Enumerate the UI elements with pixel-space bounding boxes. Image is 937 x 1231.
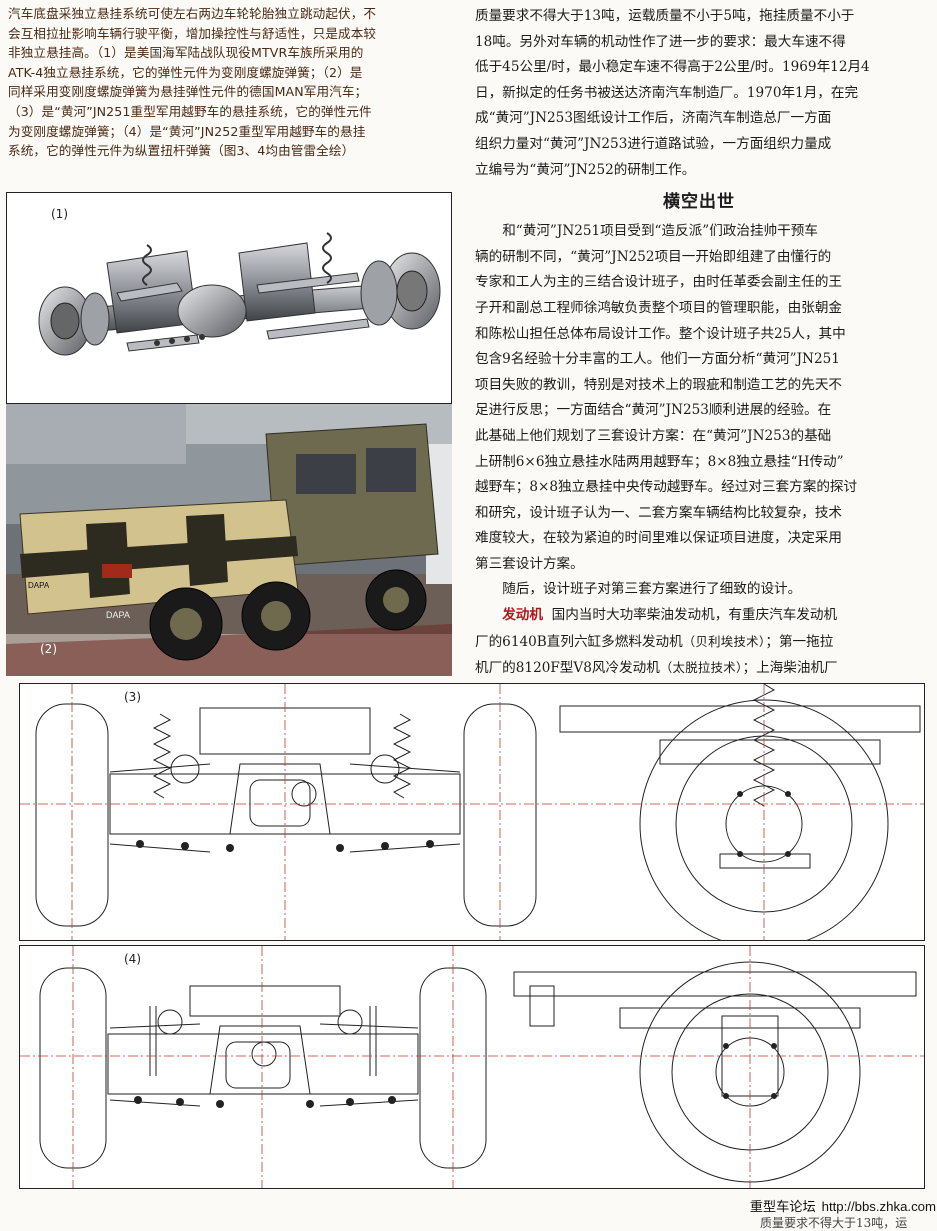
keyword-engine: 发动机: [502, 607, 543, 624]
text-run: 国内当时大功率柴油发动机，有重庆汽车发动机: [551, 607, 838, 624]
caption-line: 系统，它的弹性元件为纵置扭杆弹簧（图3、4均由管雷全绘）: [8, 143, 355, 159]
text-run: 机厂的8120F型V8风冷发动机: [475, 660, 660, 677]
caption-line: （3）是“黄河”JN251重型军用越野车的悬挂系统，它的弹性元件: [8, 103, 372, 119]
caption-line: 为变刚度螺旋弹簧；（4）是“黄河”JN252重型军用越野车的悬挂: [8, 123, 366, 139]
text-line: 和陈松山担任总体布局设计工作。整个设计班子共25人，其中: [475, 325, 846, 342]
text-run: 厂的6140B直列六缸多燃料发动机: [475, 633, 683, 650]
text-note: （贝利埃技术）: [682, 633, 766, 649]
text-line: 越野车；8×8独立悬挂中央传动越野车。经过对三套方案的探讨: [475, 479, 858, 496]
text-line: 第三套设计方案。: [475, 555, 584, 572]
figure-3-jn251-drawing: (3): [19, 683, 925, 941]
text-line: 难度较大，在较为紧迫的时间里难以保证项目进度，决定采用: [475, 530, 843, 547]
text-line: 低于45公里/时，最小稳定车速不得高于2公里/时。1969年12月4: [475, 59, 870, 76]
figure-1-suspension-render: (1): [6, 192, 452, 404]
text-line: 成“黄河”JN253图纸设计工作后，济南汽车制造总厂一方面: [475, 110, 832, 127]
text-line: 足进行反思；一方面结合“黄河”JN253顺利进展的经验。在: [475, 402, 832, 419]
text-line: 子开和副总工程师徐鸿敏负责整个项目的管理职能，由张朝金: [475, 299, 843, 316]
caption-line: 会互相拉扯影响车辆行驶平衡，增加操控性与舒适性，只是成本较: [8, 25, 377, 41]
text-run: ；第一拖拉: [765, 633, 834, 650]
text-line: 日，新拟定的任务书被送达济南汽车制造厂。1970年1月，在完: [475, 84, 859, 101]
figure-2-truck-photo: DAPA DAPA (2): [6, 404, 452, 676]
caption-line: 汽车底盘采独立悬挂系统可使左右两边车轮轮胎独立跳动起伏，不: [8, 6, 377, 21]
figure-label: (2): [40, 642, 57, 656]
jn252-technical-drawing: [20, 946, 924, 1188]
article-column: 质量要求不得大于13吨，运载质量不小于5吨，拖挂质量不小于 18吨。另外对车辆的…: [475, 4, 923, 682]
text-line: 上研制6×6独立悬挂水陆两用越野车；8×8独立悬挂“H传动”: [475, 453, 844, 470]
section-title: 横空出世: [663, 192, 735, 213]
text-line: 立编号为“黄河”JN252的研制工作。: [475, 161, 696, 178]
figure-4-jn252-drawing: (4): [19, 945, 925, 1189]
text-note: （太脱拉技术）: [659, 660, 743, 676]
text-line: 包含9名经验十分丰富的工人。他们一方面分析“黄河”JN251: [475, 351, 840, 368]
text-line: 项目失败的教训，特别是对技术上的瑕疵和制造工艺的先天不: [475, 376, 843, 393]
figure-label: (4): [124, 952, 141, 966]
truck-plate-text: DAPA: [106, 610, 130, 620]
text-line: 专家和工人为主的三结合设计班子，由时任革委会副主任的王: [475, 274, 843, 291]
text-line: 发动机 国内当时大功率柴油发动机，有重庆汽车发动机: [475, 603, 923, 629]
text-line: 随后，设计班子对第三套方案进行了细致的设计。: [502, 581, 802, 598]
truck-photo-image: DAPA DAPA: [6, 404, 452, 676]
footer-watermark: 重型车论坛 http://bbs.zhka.com: [640, 1196, 936, 1223]
text-line: 辆的研制不同，“黄河”JN252项目一开始即组建了由懂行的: [475, 248, 832, 265]
figure-label: (3): [124, 690, 141, 704]
text-line: 和研究，设计班子认为一、二套方案车辆结构比较复杂，技术: [475, 504, 843, 521]
figure-label: (1): [51, 207, 68, 221]
caption-line: ATK-4独立悬挂系统，它的弹性元件为变刚度螺旋弹簧；（2）是: [8, 64, 363, 80]
caption-line: 同样采用变刚度螺旋弹簧为悬挂弹性元件的德国MAN军用汽车；: [8, 84, 368, 100]
text-line: 组织力量对“黄河”JN253进行道路试验，一方面组织力量成: [475, 135, 832, 152]
truck-plate-text: DAPA: [28, 581, 50, 590]
text-line: 此基础上他们规划了三套设计方案：在“黄河”JN253的基础: [475, 427, 832, 444]
text-line: 质量要求不得大于13吨，运载质量不小于5吨，拖挂质量不小于: [475, 8, 855, 24]
jn251-technical-drawing: [20, 684, 924, 940]
text-line: 和“黄河”JN251项目受到“造反派”们政治挂帅干预车: [502, 223, 818, 240]
text-run: ；上海柴油机厂: [742, 660, 838, 677]
text-line: 机厂的8120F型V8风冷发动机（太脱拉技术）；上海柴油机厂: [475, 655, 923, 682]
suspension-render-image: [38, 232, 441, 356]
figure-caption: 汽车底盘采独立悬挂系统可使左右两边车轮轮胎独立跳动起伏，不 会互相拉扯影响车辆行…: [8, 4, 448, 161]
footer-url[interactable]: http://bbs.zhka.com: [821, 1199, 936, 1214]
footer-site: 重型车论坛: [749, 1200, 816, 1215]
text-line: 厂的6140B直列六缸多燃料发动机（贝利埃技术）；第一拖拉: [475, 629, 923, 656]
text-line: 18吨。另外对车辆的机动性作了进一步的要求：最大车速不得: [475, 33, 846, 50]
caption-line: 非独立悬挂高。（1）是美国海军陆战队现役MTVR车族所采用的: [8, 45, 364, 61]
